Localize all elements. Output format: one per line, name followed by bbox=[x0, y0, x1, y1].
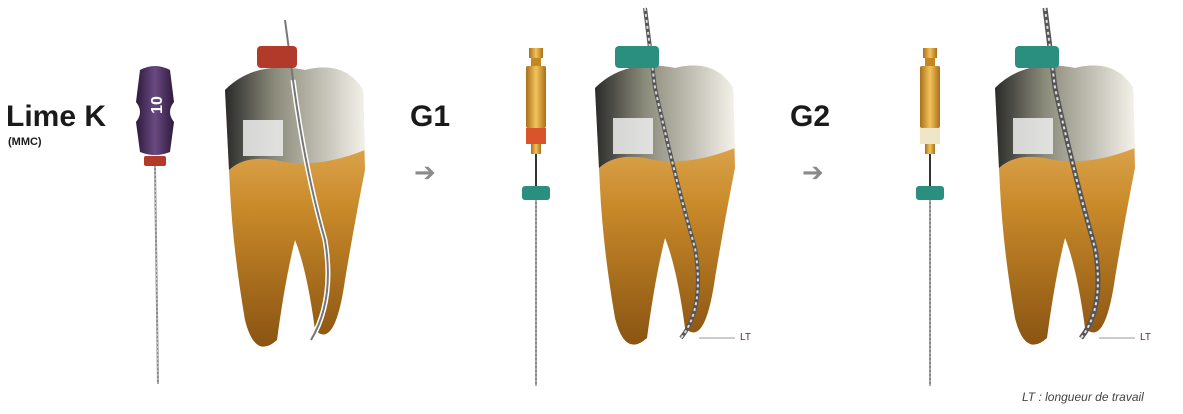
g1-lt-label: LT bbox=[740, 332, 751, 343]
lt-legend: LT : longueur de travail bbox=[1022, 390, 1144, 404]
arrow-right-icon: ➔ bbox=[802, 158, 824, 188]
lime-k-title: Lime K bbox=[6, 100, 106, 134]
g2-instrument bbox=[910, 46, 950, 391]
arrow-right-icon: ➔ bbox=[414, 158, 436, 188]
tooth-illustration-3 bbox=[985, 8, 1145, 358]
tooth-illustration-2 bbox=[585, 8, 745, 358]
g2-lt-label: LT bbox=[1140, 332, 1151, 343]
g1-instrument bbox=[516, 46, 556, 391]
lime-k-subtitle: (MMC) bbox=[8, 136, 42, 148]
tooth-illustration-1 bbox=[215, 20, 375, 360]
g1-title: G1 bbox=[410, 100, 450, 134]
k-file-size-number: 10 bbox=[149, 96, 167, 114]
g2-title: G2 bbox=[790, 100, 830, 134]
